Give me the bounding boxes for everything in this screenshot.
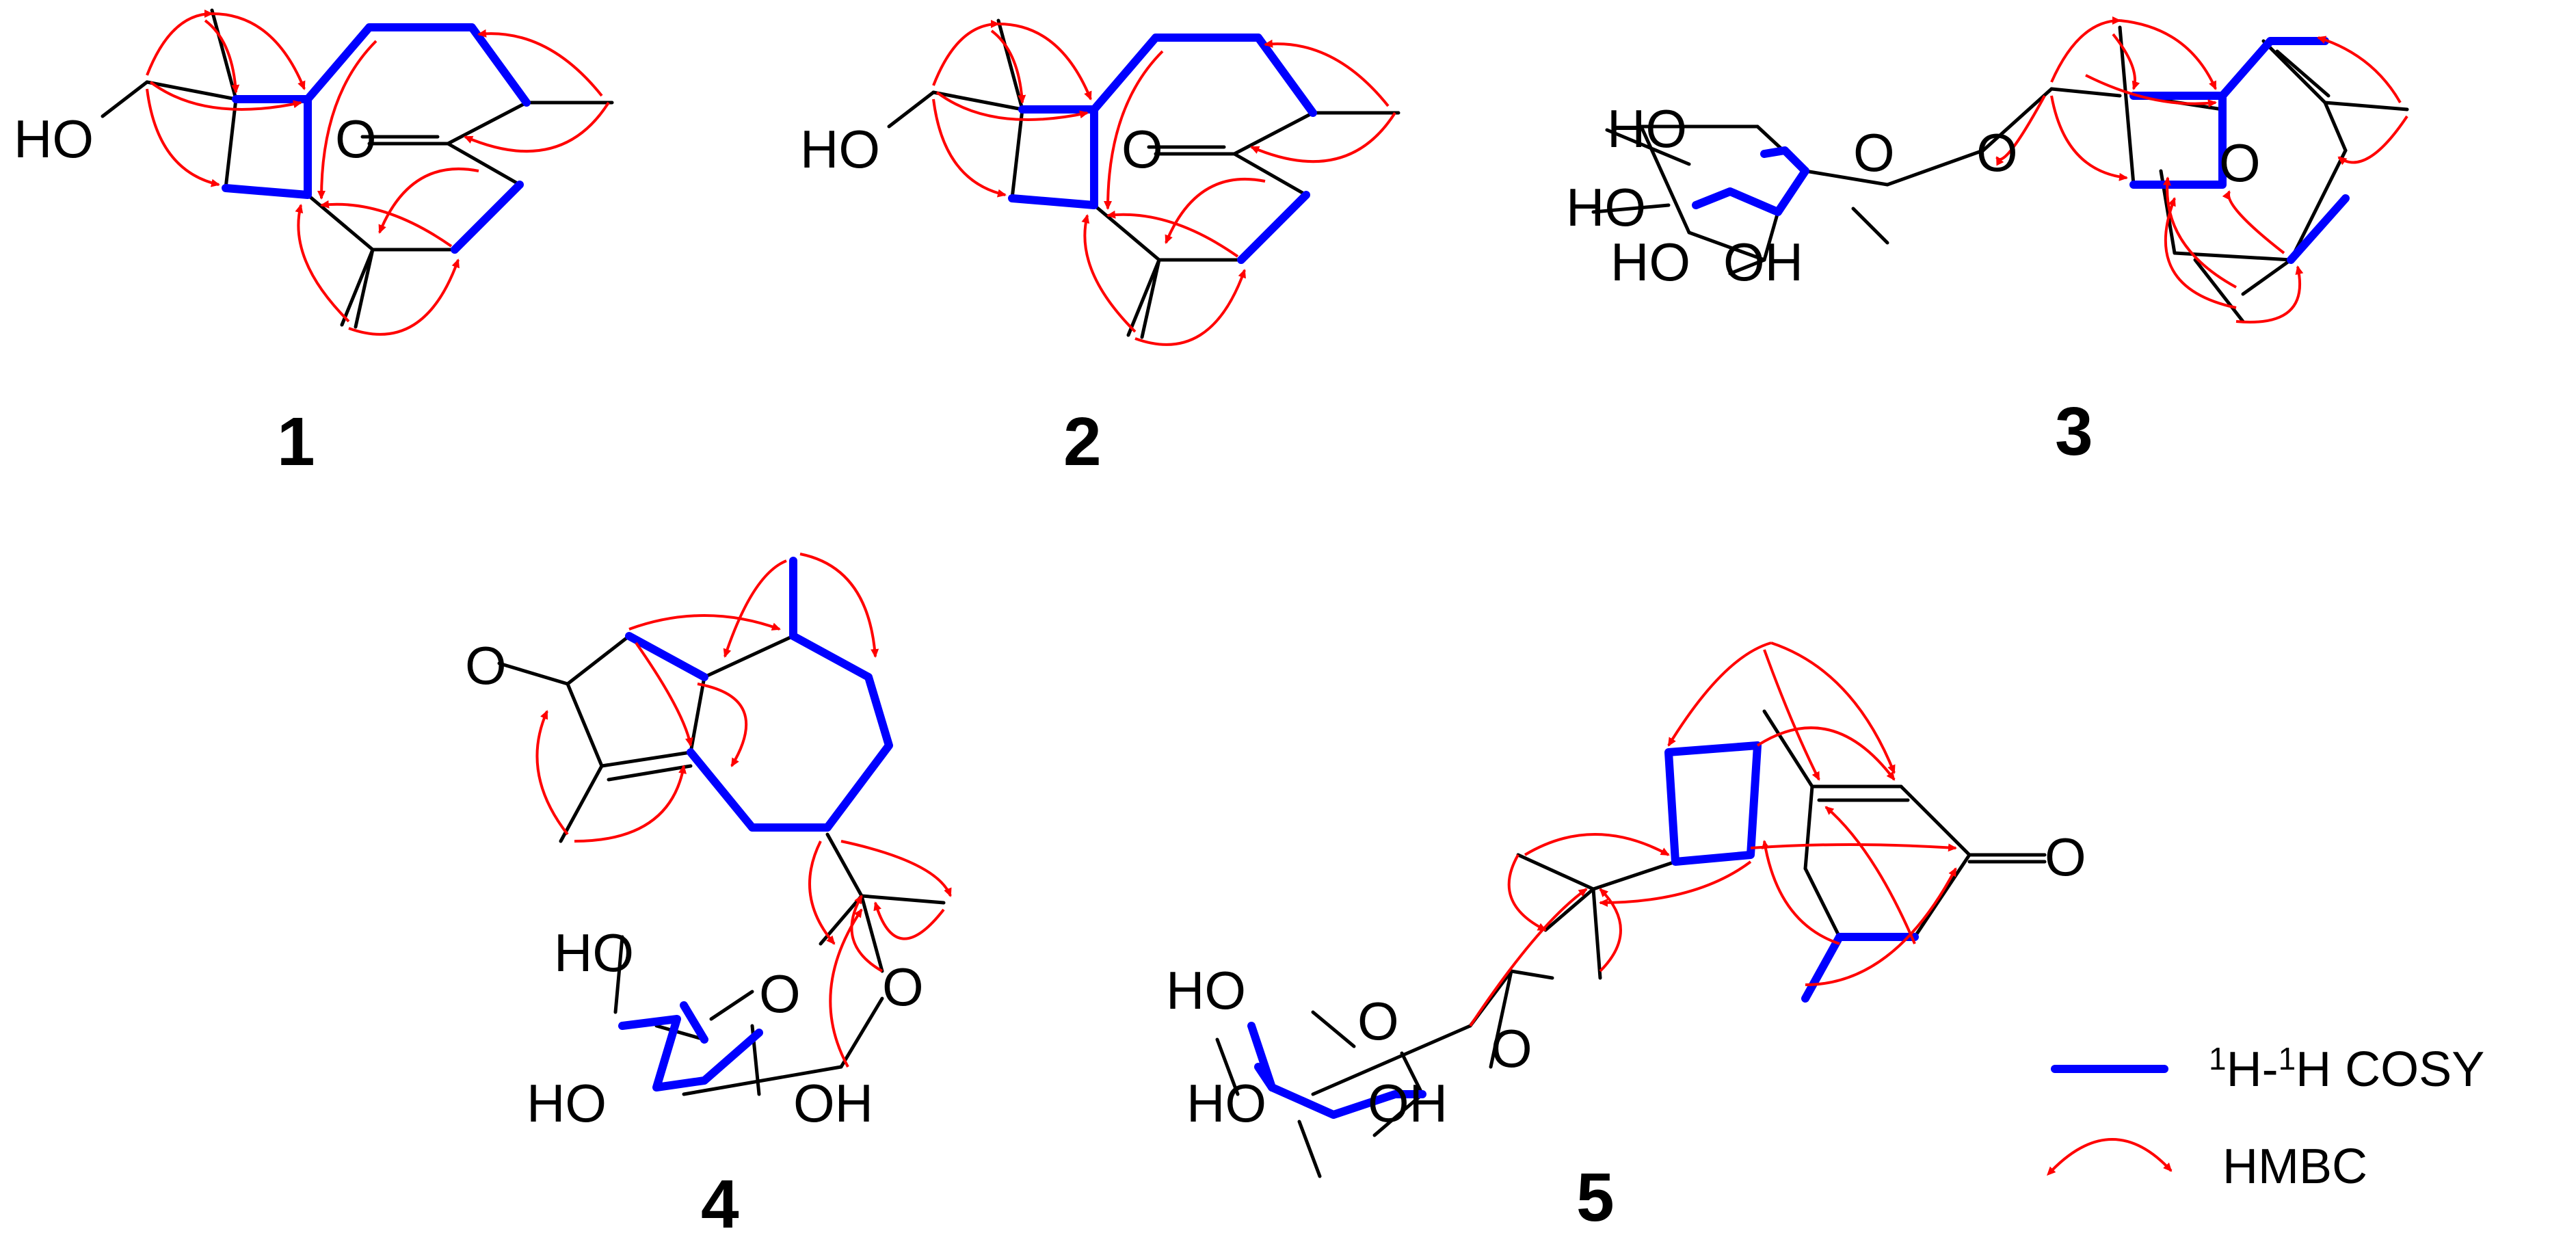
compound-4-ho-c4: HO bbox=[554, 923, 634, 983]
compound-5-ring-o: O bbox=[1357, 991, 1399, 1051]
compound-3-structure: HO HO HO OH O O O 3 bbox=[1566, 16, 2409, 470]
compound-4-ketone-o: O bbox=[465, 635, 507, 696]
compound-3-aglycone-cosy bbox=[2129, 37, 2350, 264]
compound-3-ho-c4: HO bbox=[1566, 177, 1646, 237]
compound-2-ho-label: HO bbox=[800, 119, 880, 179]
compound-5-oh-c2: OH bbox=[1368, 1073, 1448, 1133]
legend-cosy-label: 1H-1H COSY bbox=[2209, 1041, 2484, 1097]
legend-hmbc-swatch bbox=[2047, 1138, 2173, 1176]
compound-5-ho-c4: HO bbox=[1166, 960, 1246, 1020]
compound-3-ho-c3: HO bbox=[1610, 232, 1690, 292]
compound-5-bonds bbox=[1215, 709, 2047, 1178]
compound-2-cosy bbox=[1008, 34, 1317, 264]
legend-hmbc-label: HMBC bbox=[2222, 1139, 2367, 1194]
compound-5-ho-c3: HO bbox=[1186, 1073, 1266, 1133]
compound-5-glycosidic-o: O bbox=[1491, 1018, 1532, 1078]
compound-5-structure: HO HO OH O O O 5 bbox=[1166, 641, 2086, 1236]
compound-3-glycosidic-o: O bbox=[1976, 122, 2018, 183]
compound-3-ho-primary: HO bbox=[1607, 98, 1687, 159]
compound-5-number: 5 bbox=[1576, 1159, 1615, 1236]
compound-1-hmbc bbox=[146, 10, 610, 336]
compound-1-number: 1 bbox=[277, 403, 315, 480]
compound-3-ether-o: O bbox=[2219, 133, 2261, 193]
compound-3-oh-c2: OH bbox=[1723, 232, 1803, 292]
compound-3-aglycone-bonds bbox=[1981, 25, 2409, 323]
compound-4-cosy bbox=[618, 557, 893, 1091]
compound-5-ketone-o: O bbox=[2045, 827, 2086, 887]
compound-2-o-label: O bbox=[1121, 119, 1163, 179]
compound-1-cosy bbox=[222, 23, 531, 254]
compound-4-ring-o: O bbox=[759, 964, 801, 1024]
compound-4-hmbc bbox=[535, 553, 952, 1068]
compound-1-bonds bbox=[101, 8, 614, 329]
compound-3-number: 3 bbox=[2055, 393, 2093, 470]
legend: 1H-1H COSY HMBC bbox=[2047, 1041, 2484, 1194]
compound-4-bonds bbox=[497, 634, 946, 1096]
compound-5-hmbc bbox=[1469, 641, 1957, 1027]
compound-4-glycosidic-o: O bbox=[882, 957, 924, 1017]
compound-4-oh-c2: OH bbox=[793, 1073, 873, 1133]
compound-2-bonds bbox=[887, 18, 1400, 339]
compound-1-structure: HO O 1 bbox=[14, 8, 614, 480]
compound-1-ho-label: HO bbox=[14, 109, 94, 169]
compound-3-hmbc bbox=[1995, 16, 2408, 323]
compound-1-o-label: O bbox=[335, 109, 377, 169]
compound-2-number: 2 bbox=[1063, 403, 1102, 480]
compound-4-ho-c3: HO bbox=[527, 1073, 607, 1133]
compound-5-cosy bbox=[1247, 741, 1919, 1119]
compound-2-hmbc bbox=[932, 20, 1396, 346]
compound-4-number: 4 bbox=[701, 1166, 739, 1243]
compound-2-structure: HO O 2 bbox=[800, 18, 1400, 480]
compound-4-structure: O HO HO OH O O 4 bbox=[465, 553, 952, 1243]
compound-3-ring-o: O bbox=[1853, 122, 1895, 183]
compound-3-sugar-cosy bbox=[1692, 146, 1809, 216]
